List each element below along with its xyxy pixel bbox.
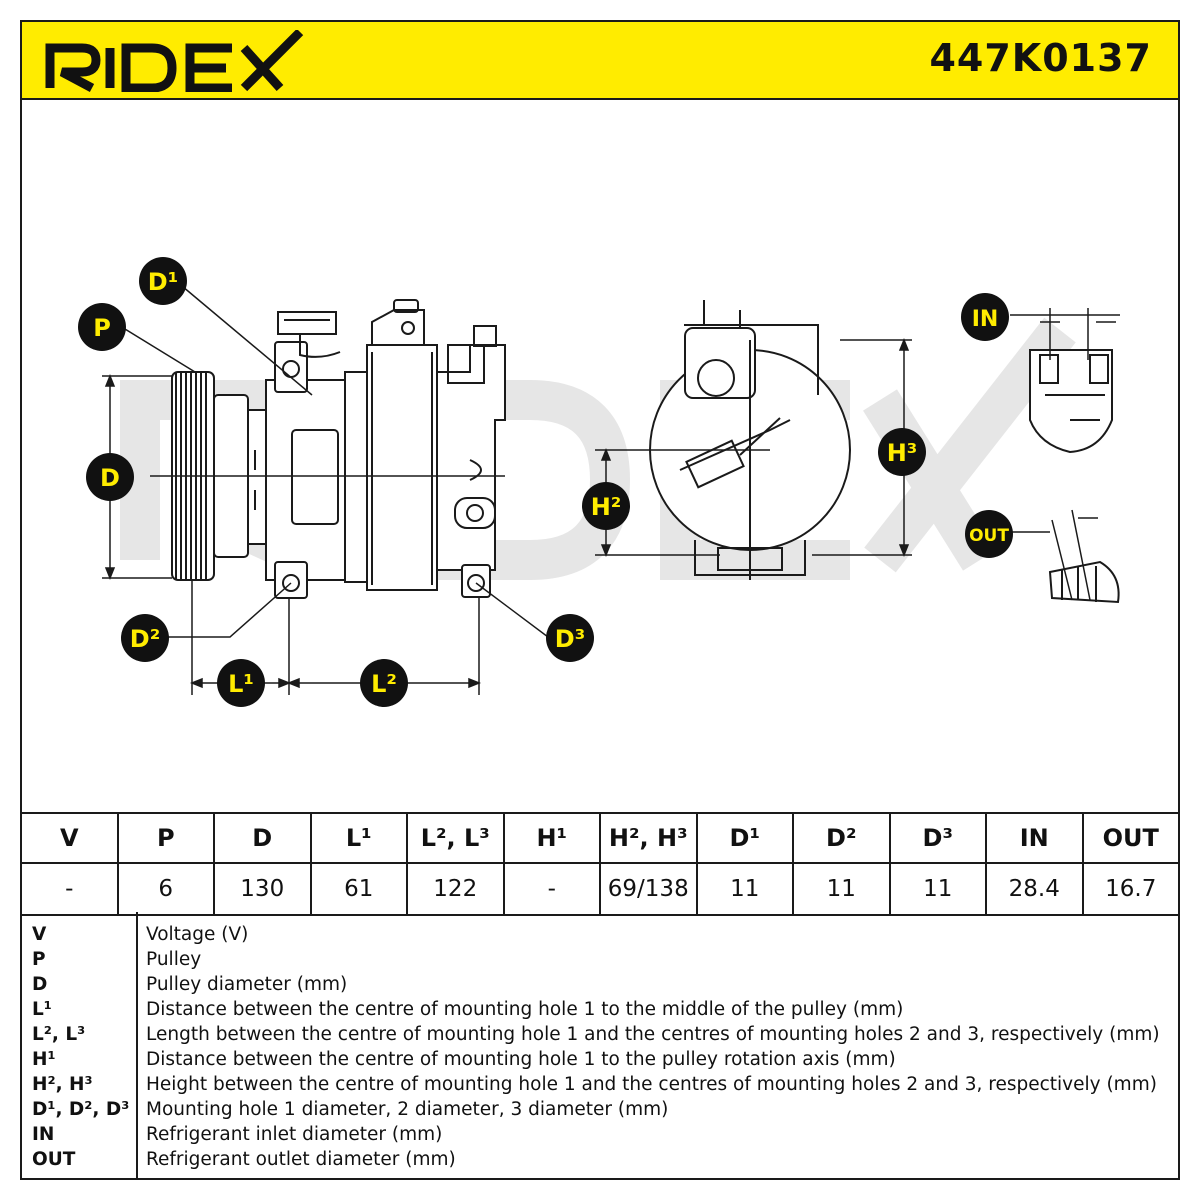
spec-value-cell: 61 bbox=[309, 862, 408, 916]
spec-value-cell: - bbox=[20, 862, 119, 916]
spec-value-cell: 69/138 bbox=[599, 862, 698, 916]
legend-desc: Voltage (V) bbox=[146, 924, 249, 945]
badge-p: P bbox=[78, 303, 126, 351]
badge-in: IN bbox=[961, 293, 1009, 341]
svg-text:H³: H³ bbox=[887, 439, 918, 467]
legend-desc: Refrigerant inlet diameter (mm) bbox=[146, 1124, 443, 1145]
spec-value-cell: 11 bbox=[888, 862, 987, 916]
spec-header-cell: D¹ bbox=[695, 812, 794, 864]
spec-value-cell: 11 bbox=[695, 862, 794, 916]
legend-desc: Distance between the centre of mounting … bbox=[146, 1049, 896, 1070]
legend-desc: Mounting hole 1 diameter, 2 diameter, 3 … bbox=[146, 1099, 669, 1120]
legend-desc: Pulley diameter (mm) bbox=[146, 974, 348, 995]
badge-l1: L¹ bbox=[217, 659, 265, 707]
legend-key: V bbox=[32, 924, 47, 945]
badge-d3: D³ bbox=[546, 614, 594, 662]
badge-h2: H² bbox=[582, 482, 630, 530]
spec-value-row: - 6 130 61 122 - 69/138 11 11 11 28.4 16… bbox=[20, 862, 1180, 916]
spec-value-cell: 28.4 bbox=[985, 862, 1084, 916]
legend-key: L², L³ bbox=[32, 1024, 86, 1045]
spec-value-cell: 16.7 bbox=[1081, 862, 1180, 916]
legend-divider bbox=[136, 912, 138, 1178]
outlet-fitting bbox=[1012, 509, 1120, 604]
spec-header-cell: V bbox=[20, 812, 119, 864]
badge-out: OUT bbox=[965, 510, 1013, 558]
svg-text:H²: H² bbox=[591, 493, 622, 521]
svg-text:IN: IN bbox=[972, 307, 999, 332]
badge-h3: H³ bbox=[878, 428, 926, 476]
spec-header-cell: OUT bbox=[1081, 812, 1180, 864]
spec-header-cell: D³ bbox=[888, 812, 987, 864]
compressor-drawing: D¹ P D D² D³ L¹ L² H² H³ IN OUT bbox=[78, 257, 1120, 707]
svg-text:OUT: OUT bbox=[969, 526, 1009, 546]
badge-l2: L² bbox=[360, 659, 408, 707]
legend-desc: Distance between the centre of mounting … bbox=[146, 999, 904, 1020]
spec-value-cell: 130 bbox=[213, 862, 312, 916]
ridex-logo bbox=[45, 30, 304, 92]
legend-box: V Voltage (V) P Pulley D Pulley diameter… bbox=[20, 912, 1180, 1180]
legend-desc: Length between the centre of mounting ho… bbox=[146, 1024, 1160, 1045]
legend-key: L¹ bbox=[32, 999, 52, 1020]
svg-text:D: D bbox=[100, 464, 120, 492]
legend-key: D¹, D², D³ bbox=[32, 1099, 130, 1120]
spec-table: V P D L¹ L², L³ H¹ H², H³ D¹ D² D³ IN OU… bbox=[20, 812, 1180, 916]
legend-key: D bbox=[32, 974, 48, 995]
inlet-fitting bbox=[1010, 308, 1120, 454]
badge-d: D bbox=[86, 453, 134, 501]
legend-key: H¹ bbox=[32, 1049, 56, 1070]
legend-desc: Refrigerant outlet diameter (mm) bbox=[146, 1149, 456, 1170]
leader-lines bbox=[119, 280, 549, 638]
spec-header-cell: H², H³ bbox=[599, 812, 698, 864]
part-number: 447K0137 bbox=[929, 36, 1152, 80]
legend-desc: Pulley bbox=[146, 949, 202, 970]
spec-value-cell: 11 bbox=[792, 862, 891, 916]
svg-text:D³: D³ bbox=[555, 625, 585, 653]
spec-value-cell: - bbox=[502, 862, 601, 916]
svg-text:L²: L² bbox=[371, 670, 397, 698]
spec-header-cell: H¹ bbox=[502, 812, 601, 864]
header-bar: 447K0137 bbox=[20, 20, 1180, 100]
legend-key: P bbox=[32, 949, 46, 970]
spec-value-cell: 6 bbox=[116, 862, 215, 916]
spec-header-cell: L², L³ bbox=[406, 812, 505, 864]
spec-header-cell: P bbox=[116, 812, 215, 864]
badge-d2: D² bbox=[121, 614, 169, 662]
svg-text:P: P bbox=[93, 314, 111, 342]
svg-text:D²: D² bbox=[130, 625, 160, 653]
legend-key: IN bbox=[32, 1124, 55, 1145]
legend-key: H², H³ bbox=[32, 1074, 93, 1095]
spec-header-cell: IN bbox=[985, 812, 1084, 864]
legend-desc: Height between the centre of mounting ho… bbox=[146, 1074, 1157, 1095]
legend-key: OUT bbox=[32, 1149, 76, 1170]
badge-d1: D¹ bbox=[139, 257, 187, 305]
spec-header-cell: L¹ bbox=[309, 812, 408, 864]
svg-text:L¹: L¹ bbox=[228, 670, 254, 698]
spec-header-cell: D bbox=[213, 812, 312, 864]
svg-text:D¹: D¹ bbox=[148, 268, 178, 296]
spec-header-row: V P D L¹ L², L³ H¹ H², H³ D¹ D² D³ IN OU… bbox=[20, 812, 1180, 864]
spec-header-cell: D² bbox=[792, 812, 891, 864]
spec-value-cell: 122 bbox=[406, 862, 505, 916]
compressor-side-view bbox=[171, 299, 506, 599]
